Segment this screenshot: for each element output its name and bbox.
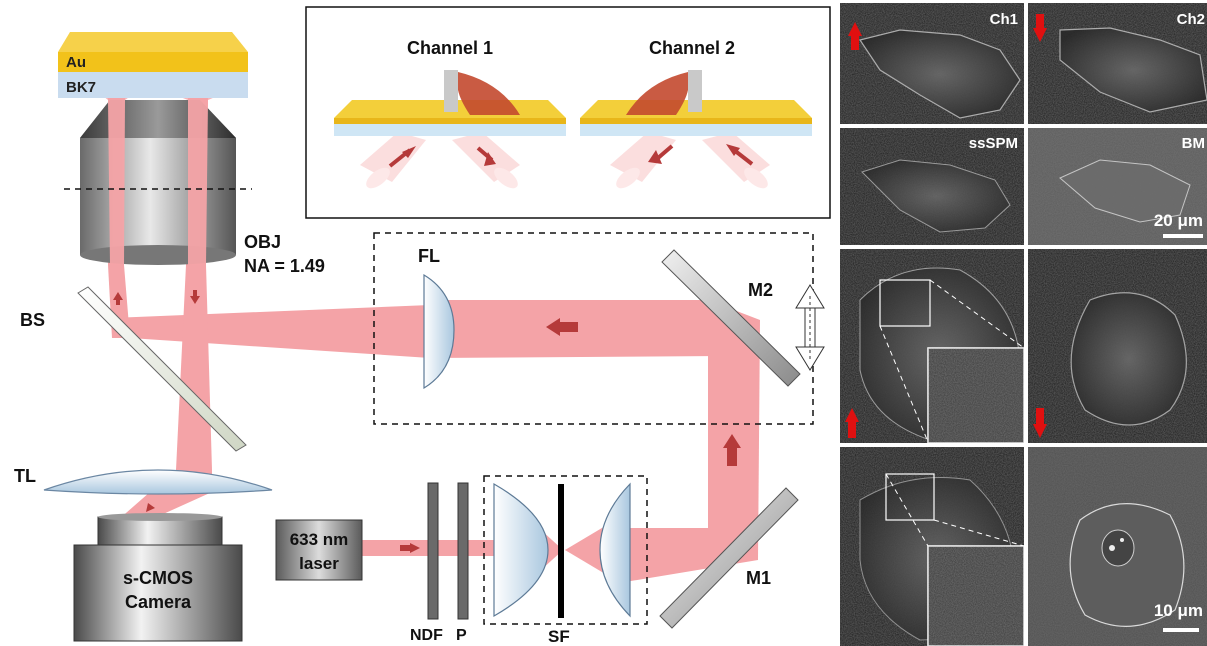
beam-right-lower	[176, 265, 212, 470]
polarizer	[457, 482, 469, 620]
microscopy-panels: Ch1 Ch2 ssSPM BM 20 μm	[838, 0, 1207, 646]
diag-arrow-icon	[146, 503, 155, 512]
scalebar-bottom	[1163, 628, 1199, 632]
panel-bm: BM 20 μm	[1028, 128, 1207, 245]
right-arrow-icon	[410, 543, 420, 553]
neutral-density-filter	[427, 482, 439, 620]
bs-label: BS	[20, 310, 45, 330]
sf-box	[483, 475, 648, 625]
channel1-title: Channel 1	[407, 38, 493, 58]
down-arrow-icon	[190, 296, 200, 304]
panel-ch2-label: Ch2	[1177, 11, 1205, 28]
channel-inset: Channel 1 Channel 2	[305, 6, 831, 219]
up-arrow-stem-vertical	[727, 448, 737, 466]
tl-label: TL	[14, 466, 36, 486]
red-up-arrow-icon	[848, 22, 862, 36]
mirror-m2	[661, 249, 801, 387]
bk7-layer-label: BK7	[66, 79, 96, 96]
spatial-filter	[483, 475, 648, 625]
scalebar-top	[1163, 234, 1203, 238]
red-down-arrow-icon-2	[1033, 424, 1047, 438]
gold-layer	[58, 52, 248, 72]
panel-ch2: Ch2	[1028, 3, 1207, 124]
focusing-lens	[423, 273, 455, 390]
channel1-illustration	[334, 70, 566, 189]
zoom-region-box-2	[885, 473, 935, 521]
sf-lens-right	[599, 482, 631, 618]
left-arrow-icon	[546, 318, 560, 336]
m2-label: M2	[748, 280, 773, 300]
beam-direction-arrows	[113, 290, 741, 553]
laser-label-line2: laser	[299, 554, 339, 573]
objective-na-label: NA = 1.49	[244, 256, 325, 276]
zoom-region-box	[879, 279, 931, 327]
scmos-camera: s-CMOS Camera	[73, 513, 243, 642]
left-arrow-stem	[560, 322, 578, 332]
camera-label-line1: s-CMOS	[123, 568, 193, 588]
beam-sf-focus-out	[565, 522, 612, 578]
fl-label: FL	[418, 246, 440, 266]
red-down-arrow-icon	[1033, 28, 1047, 42]
beam-m2-m1	[708, 300, 760, 560]
objective-label: OBJ	[244, 232, 281, 252]
beam-to-bs	[112, 305, 430, 358]
camera-label-line2: Camera	[125, 592, 192, 612]
ndf-label: NDF	[410, 627, 443, 644]
sample-slide: Au BK7	[58, 32, 248, 98]
panel-ch1-label: Ch1	[990, 11, 1018, 28]
laser-source: 633 nm laser	[275, 519, 363, 581]
channel2-title: Channel 2	[649, 38, 735, 58]
translation-arrow-icon	[795, 284, 825, 371]
laser-label-line1: 633 nm	[290, 530, 349, 549]
sf-lens-left	[493, 482, 549, 618]
p-label: P	[456, 627, 467, 644]
gold-layer-label: Au	[66, 54, 86, 71]
red-up-arrow-icon-2	[845, 408, 859, 422]
right-arrow-stem	[400, 545, 410, 551]
panel-ch1: Ch1	[840, 3, 1024, 124]
panel-sspm-zoom	[840, 447, 1025, 646]
scalebar-top-label: 20 μm	[1154, 211, 1203, 230]
sf-label: SF	[548, 627, 570, 646]
m1-label: M1	[746, 568, 771, 588]
down-arrow-stem	[193, 290, 197, 296]
panel-sspm: ssSPM	[840, 128, 1024, 245]
panel-bm-label: BM	[1182, 135, 1205, 152]
tube-lens	[43, 469, 273, 495]
up-arrow-stem	[116, 300, 120, 305]
beam-splitter	[77, 286, 247, 452]
panel-ch1-zoom	[840, 249, 1025, 444]
bk7-layer	[58, 72, 248, 98]
panel-sspm-label: ssSPM	[969, 135, 1018, 152]
panel-bm-zoom: 10 μm	[1028, 447, 1207, 646]
objective-lens	[64, 100, 252, 265]
up-arrow-icon-vertical	[723, 434, 741, 448]
mirror-m1	[659, 487, 799, 629]
scalebar-bottom-label: 10 μm	[1154, 601, 1203, 620]
panel-ch2-zoom	[1028, 249, 1207, 443]
up-arrow-icon	[113, 292, 123, 300]
channel2-illustration	[580, 70, 812, 189]
scanning-box	[373, 232, 814, 425]
beam-tl-camera	[118, 492, 212, 520]
pinhole	[558, 484, 564, 618]
